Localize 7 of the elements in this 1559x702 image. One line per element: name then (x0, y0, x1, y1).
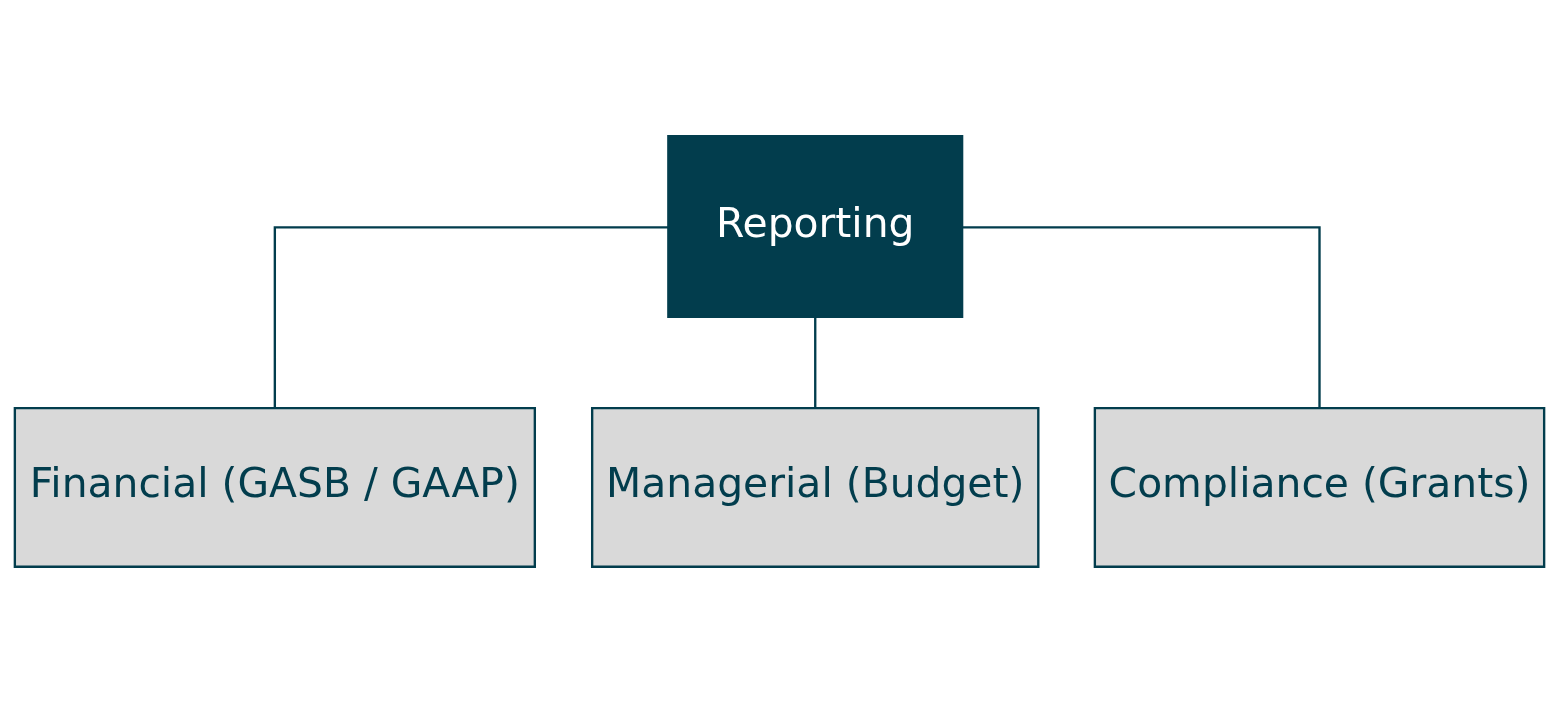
connector (273, 225, 669, 408)
node-box: Compliance (Grants) (1093, 406, 1546, 568)
node-box: Financial (GASB / GAAP) (13, 406, 536, 568)
connector (962, 225, 1321, 408)
connector (814, 316, 817, 408)
node-box: Managerial (Budget) (591, 406, 1040, 568)
node-box: Reporting (667, 134, 964, 318)
